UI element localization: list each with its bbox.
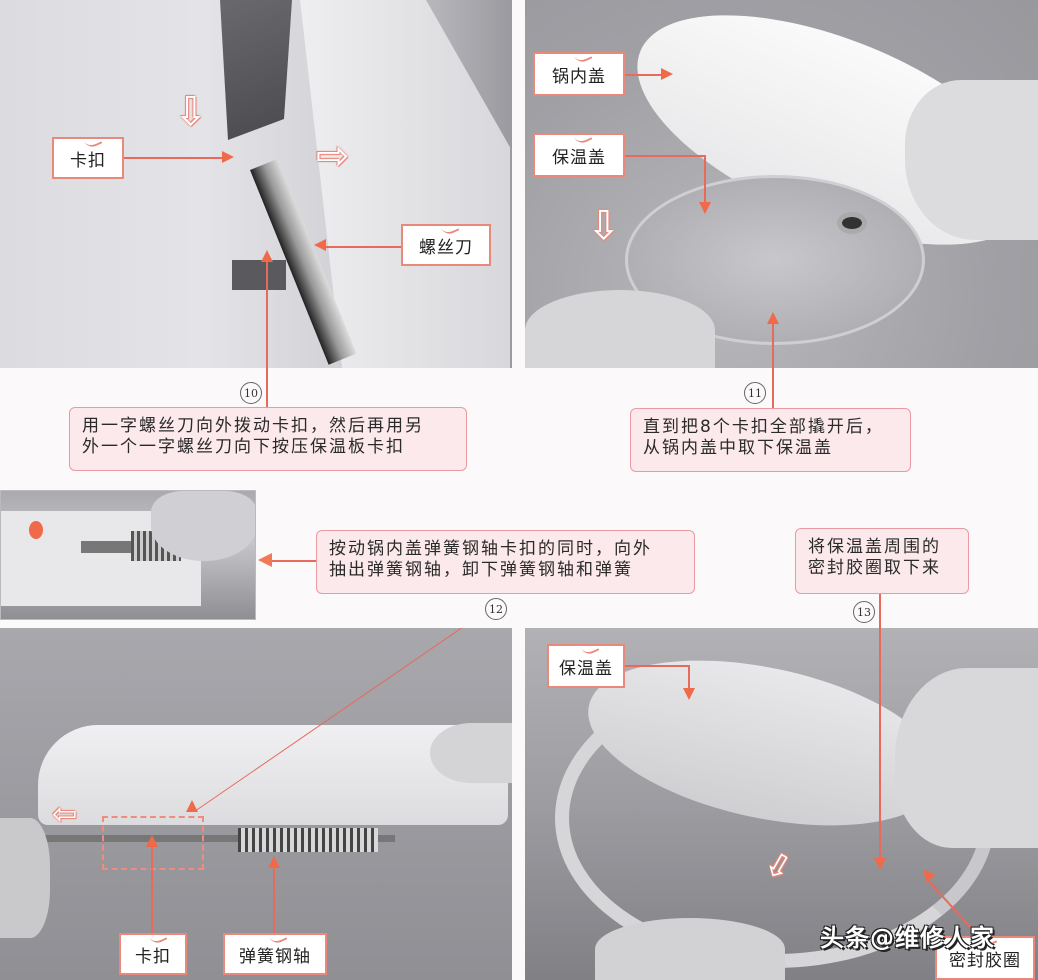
hand-bottom [595,918,785,980]
leader-line [124,157,224,159]
label-insulation-lid: 保温盖 [547,644,625,688]
step-number-11: 11 [744,382,766,404]
label-clip: 卡扣 [119,933,187,975]
leader-line [266,368,268,408]
step-number-12: 12 [485,598,507,620]
step-10-description: 用一字螺丝刀向外拨动卡扣，然后再用另 外一个一字螺丝刀向下按压保温板卡扣 [69,407,467,471]
step-11-description: 直到把8个卡扣全部撬开后， 从锅内盖中取下保温盖 [630,408,911,472]
leader-line [879,594,881,628]
label-clip: 卡扣 [52,137,124,179]
leader-line [273,868,275,933]
step-13-description: 将保温盖周围的 密封胶圈取下来 [795,528,969,594]
left-arrow-icon: ⇦ [52,797,78,832]
step-number-13: 13 [853,601,875,623]
label-insulation-lid: 保温盖 [533,133,625,177]
hand-right [905,80,1038,240]
step-number-10: 10 [240,382,262,404]
arrowhead-icon [874,858,886,870]
highlight-box [102,816,204,870]
leader-line [704,155,706,203]
leader-line [625,665,689,667]
screwdriver-blade [220,0,292,140]
step-13-photo: ⇩ 保温盖 密封胶圈 [525,628,1038,980]
watermark: 头条@维修人家 [820,924,995,952]
leader-line [326,246,401,248]
arrowhead-icon [261,250,273,262]
clip-slot [232,260,286,290]
leader-line [688,665,690,689]
label-inner-lid: 锅内盖 [533,52,625,96]
leader-line [151,847,153,933]
spring-shaft [45,835,395,842]
arrowhead-icon [222,151,234,163]
vent-hole [837,212,867,234]
red-marker [29,521,43,539]
arrowhead-icon [699,202,711,214]
spring-coils [238,828,378,852]
step-12-description: 按动锅内盖弹簧钢轴卡扣的同时，向外 抽出弹簧钢轴，卸下弹簧钢轴和弹簧 [316,530,695,594]
arrowhead-icon [268,856,280,868]
down-arrow-icon: ⇩ [587,203,621,249]
arrowhead-icon [186,800,198,812]
leader-line [772,324,774,368]
hand-right [895,668,1038,848]
step-10-photo: ⇩ ⇨ 卡扣 螺丝刀 [0,0,512,368]
step-12-photo: ⇦ 卡扣 弹簧钢轴 [0,628,512,980]
step-12-inset-photo [0,490,256,620]
leader-line [625,155,705,157]
leader-line [272,560,317,562]
arrowhead-icon [314,239,326,251]
arrowhead-icon [146,835,158,847]
label-spring-shaft: 弹簧钢轴 [223,933,327,975]
hand-left [0,818,50,938]
arrowhead-icon [258,553,272,567]
leader-line [879,628,881,860]
leader-line [625,74,663,76]
step-11-photo: ⇩ 锅内盖 保温盖 [525,0,1038,368]
arrowhead-icon [767,312,779,324]
leader-line [266,262,268,368]
arrowhead-icon [661,68,673,80]
fingers [151,491,255,561]
label-screwdriver: 螺丝刀 [401,224,491,266]
hand-right [430,723,512,783]
arrowhead-icon [683,688,695,700]
hand-left [525,290,715,368]
leader-line [772,368,774,408]
down-arrow-icon: ⇩ [174,89,208,135]
right-arrow-icon: ⇨ [316,133,350,179]
inner-lid-side [38,725,508,825]
label-seal-ring: 密封胶圈 [935,936,1035,980]
